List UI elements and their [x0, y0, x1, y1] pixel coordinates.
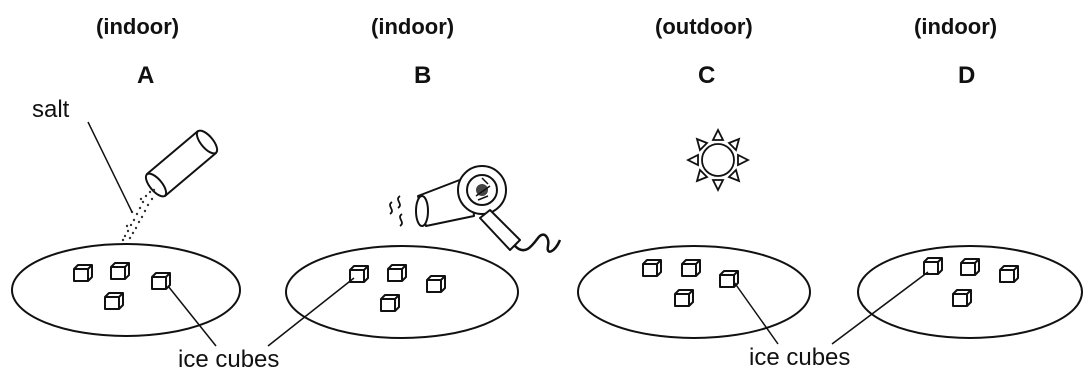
condition-label-c: (outdoor) [655, 14, 753, 39]
ice-cubes-leader-line-d [831, 271, 929, 345]
ice-cube [387, 264, 407, 282]
ice-cubes-leader-line-b [267, 277, 355, 347]
setup-a [11, 121, 241, 347]
ice-cube [73, 264, 93, 282]
ice-cubes-label-right: ice cubes [749, 344, 851, 371]
ice-cube [681, 259, 701, 277]
ice-cube [923, 257, 943, 275]
setup-letter-b: B [414, 62, 432, 89]
setup-letter-c: C [698, 62, 716, 89]
salt-label: salt [32, 96, 70, 123]
sun-icon [685, 127, 751, 193]
ice-cubes-leader-line-c [733, 281, 779, 345]
ice-cubes-d [923, 257, 1019, 307]
setup-letter-d: D [958, 62, 976, 89]
ice-cubes-leader-line-a [167, 285, 217, 347]
salt-shaker-icon [144, 129, 219, 198]
dish-d [857, 245, 1083, 339]
condition-label-d: (indoor) [914, 14, 998, 39]
salt-grains [121, 188, 156, 242]
ice-cube [104, 292, 124, 310]
ice-cubes-label-left: ice cubes [178, 346, 280, 373]
ice-cube [674, 289, 694, 307]
salt-leader-line [87, 121, 133, 213]
condition-label-b: (indoor) [371, 14, 455, 39]
ice-cube [960, 258, 980, 276]
dish-b [285, 245, 519, 339]
condition-label-a: (indoor) [96, 14, 180, 39]
ice-cubes-c [642, 259, 739, 307]
ice-cube [952, 289, 972, 307]
ice-cube [380, 294, 400, 312]
ice-cube [110, 262, 130, 280]
setup-c [577, 127, 811, 345]
ice-cube [151, 272, 171, 290]
setup-letter-a: A [137, 62, 155, 89]
ice-cube [426, 275, 446, 293]
setup-d [831, 245, 1083, 345]
ice-cubes-b [349, 264, 446, 312]
ice-cubes-a [73, 262, 171, 310]
dish-a [11, 243, 241, 337]
setup-b [267, 165, 562, 347]
ice-cube [999, 265, 1019, 283]
hair-dryer-icon [389, 165, 562, 253]
ice-cube [642, 259, 662, 277]
dish-c [577, 245, 811, 339]
